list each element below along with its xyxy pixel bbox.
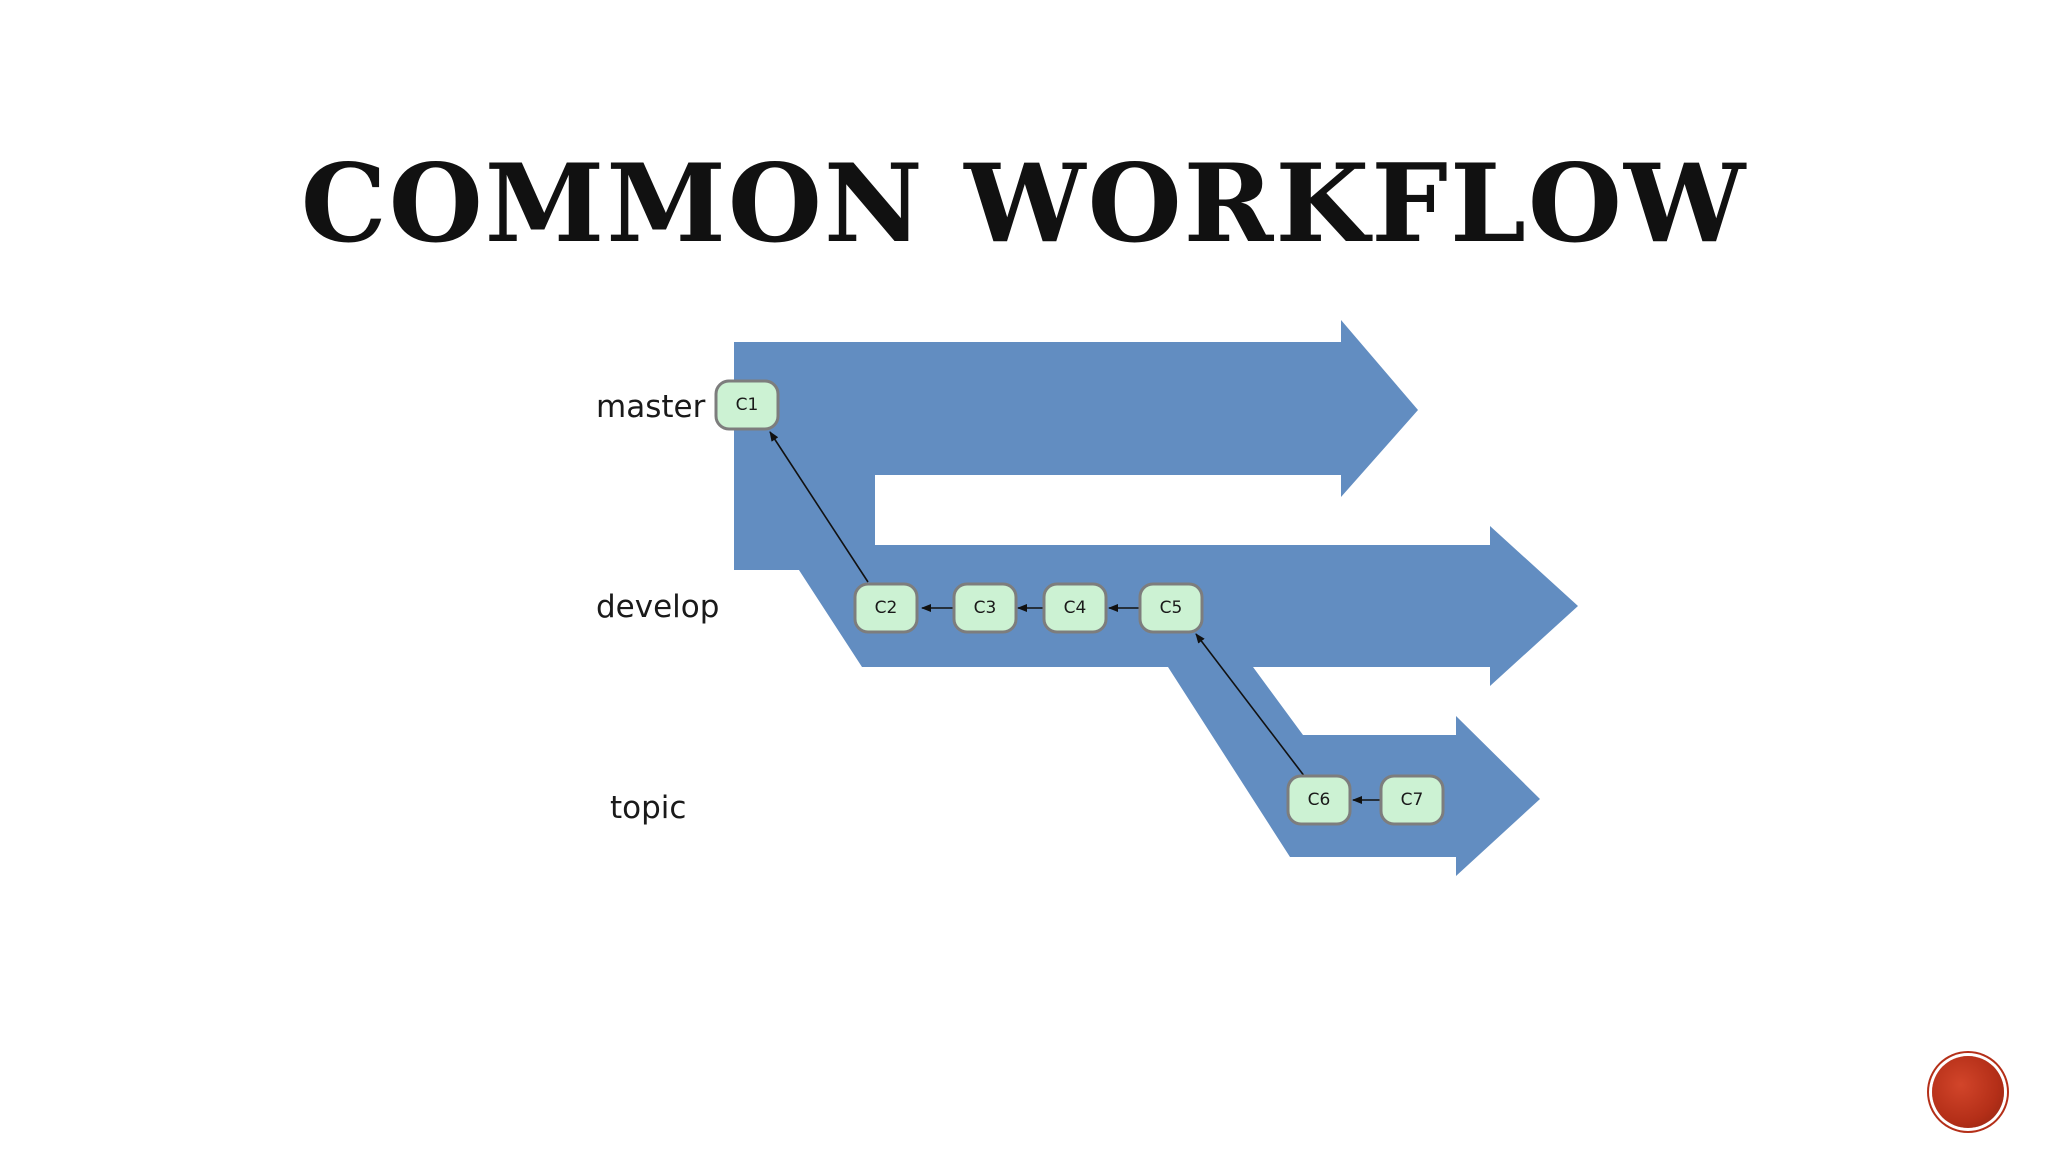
commit-c1-label: C1 <box>736 395 759 415</box>
slide-nav-button[interactable] <box>1932 1056 2004 1128</box>
commit-c3: C3 <box>952 582 1018 634</box>
commit-c1: C1 <box>714 379 780 431</box>
topic-band <box>1168 667 1540 876</box>
link-c6-c5 <box>1195 633 1306 778</box>
commit-c7: C7 <box>1379 774 1445 826</box>
link-c2-c1 <box>769 431 869 583</box>
develop-band <box>734 407 1578 686</box>
commit-c2: C2 <box>853 582 919 634</box>
parent-links <box>769 431 1384 804</box>
slide-title: COMMON WORKFLOW <box>300 141 1748 267</box>
commit-c2-label: C2 <box>875 598 898 618</box>
commit-c5-label: C5 <box>1160 598 1183 618</box>
commit-c4: C4 <box>1042 582 1108 634</box>
commit-c5: C5 <box>1138 582 1204 634</box>
branch-label-topic: topic <box>610 790 686 826</box>
commit-c3-label: C3 <box>974 598 997 618</box>
commit-c7-label: C7 <box>1401 790 1424 810</box>
master-band <box>734 320 1418 570</box>
commit-c6-label: C6 <box>1308 790 1331 810</box>
branch-label-develop: develop <box>596 589 719 625</box>
commit-c4-label: C4 <box>1064 598 1087 618</box>
branch-label-master: master <box>596 389 706 425</box>
commit-c6: C6 <box>1286 774 1352 826</box>
